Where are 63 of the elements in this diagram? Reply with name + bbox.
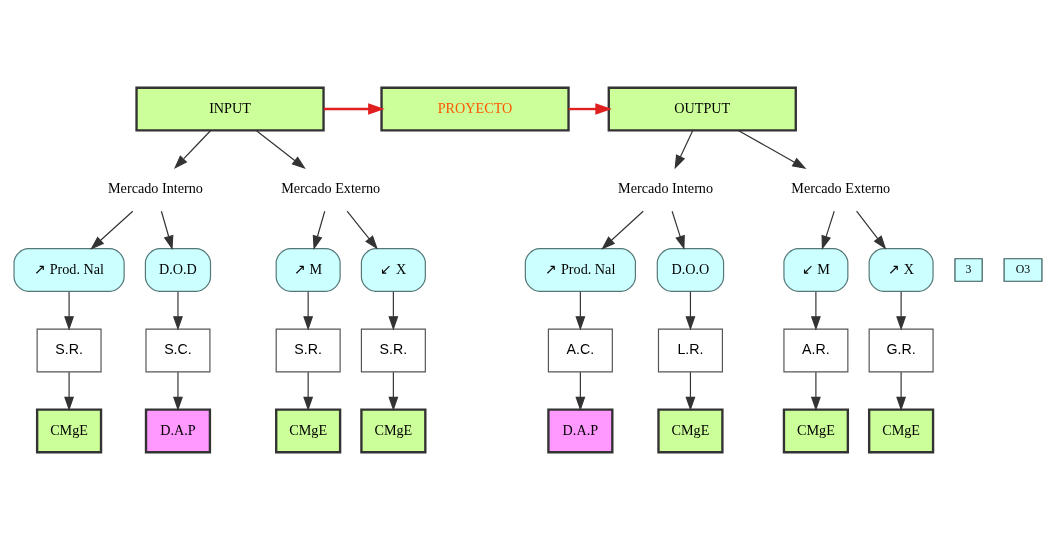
node-box: ↗ X — [868, 248, 934, 292]
arrow — [568, 103, 612, 115]
node-box: O3 — [1003, 258, 1043, 282]
node-box: ↗ Prod. Nal — [13, 248, 125, 292]
node-text: Mercado Interno — [108, 180, 203, 197]
node-box: 3 — [954, 258, 983, 282]
node-box: D.O.D — [144, 248, 212, 292]
node-box: CMgE — [360, 408, 427, 454]
node-box: ↗ M — [275, 248, 341, 292]
node-box: OUTPUT — [607, 86, 797, 132]
arrow — [575, 371, 586, 411]
arrow — [685, 291, 696, 331]
node-box: A.C. — [547, 328, 613, 373]
node-box: ↙ X — [360, 248, 426, 292]
arrow — [601, 210, 644, 250]
arrow — [255, 130, 306, 170]
arrow — [388, 371, 399, 411]
node-box: INPUT — [135, 86, 325, 132]
arrow — [160, 210, 174, 250]
node-box: S.C. — [145, 328, 211, 373]
node-text: Mercado Externo — [281, 180, 381, 197]
arrow — [810, 291, 821, 331]
node-text: Mercado Interno — [618, 180, 714, 197]
arrow — [173, 291, 183, 331]
node-box: L.R. — [657, 328, 723, 373]
node-box: CMgE — [275, 408, 342, 454]
arrow — [64, 291, 75, 331]
arrow — [388, 291, 399, 331]
arrow — [810, 371, 821, 411]
arrow — [674, 130, 694, 170]
arrow — [173, 371, 183, 411]
node-box: CMgE — [657, 408, 724, 454]
node-box: G.R. — [868, 328, 934, 373]
arrow — [821, 210, 835, 250]
arrow — [323, 103, 385, 115]
node-text: Mercado Externo — [791, 180, 891, 197]
node-box: CMgE — [782, 408, 850, 454]
node-box: ↗ Prod. Nal — [524, 248, 636, 292]
arrow — [303, 371, 314, 411]
node-box: D.O.O — [656, 248, 725, 292]
arrow — [671, 210, 685, 250]
node-box: PROYECTO — [380, 86, 570, 132]
node-box: CMgE — [867, 408, 935, 454]
node-box: S.R. — [36, 328, 102, 373]
arrow — [346, 210, 378, 250]
arrow — [737, 129, 807, 169]
node-box: ↙ M — [783, 248, 849, 292]
arrow — [896, 371, 907, 411]
arrow — [685, 371, 696, 411]
arrow — [312, 210, 326, 250]
arrow — [303, 291, 314, 331]
arrow — [896, 291, 907, 331]
arrow — [856, 210, 887, 250]
node-box: D.A.P — [547, 408, 614, 454]
node-box: D.A.P — [144, 408, 212, 454]
node-box: S.R. — [360, 328, 426, 373]
arrow — [90, 210, 134, 250]
node-box: A.R. — [783, 328, 849, 373]
arrow — [64, 371, 75, 411]
node-box: S.R. — [275, 328, 341, 373]
arrow — [173, 130, 212, 169]
arrow — [575, 291, 586, 331]
node-box: CMgE — [35, 408, 103, 454]
